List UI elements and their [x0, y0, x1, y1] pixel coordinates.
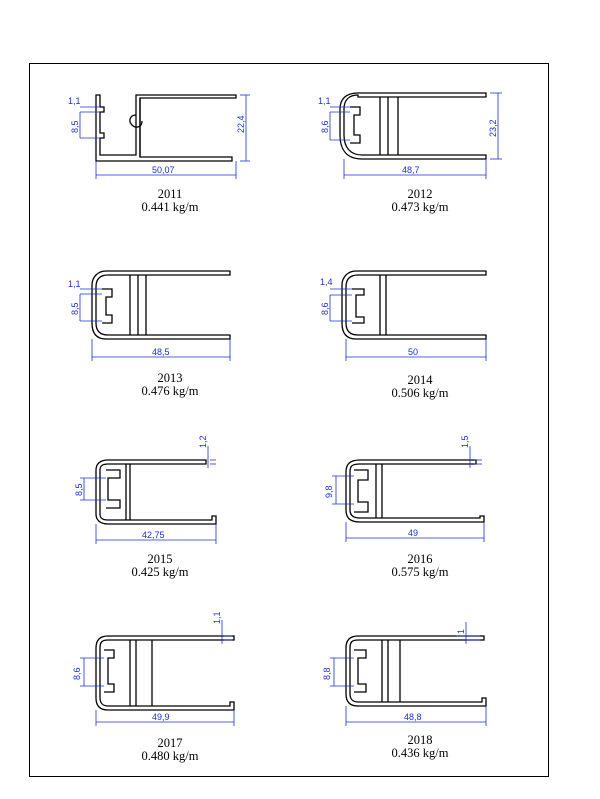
profile-2013-drawing: 48,5 1,1 8,5	[68, 270, 231, 361]
profile-2012-code: 2012	[407, 187, 433, 201]
profile-2011-slot: 8,5	[70, 120, 80, 133]
profile-2012-drawing: 48,7 23,2 1,1 8,6	[318, 92, 502, 179]
profile-2017-slot: 8,6	[72, 667, 82, 680]
profile-2014-slot: 8,6	[320, 302, 330, 315]
profile-2014-code: 2014	[407, 373, 433, 387]
profile-2015-slot: 8,5	[74, 483, 84, 496]
profile-2012: 48,7 23,2 1,1 8,6 2012 0.473 kg/m	[310, 85, 570, 263]
profile-2016-code: 2016	[407, 552, 433, 566]
profile-2011-weight: 0.441 kg/m	[141, 200, 199, 214]
profile-2014-drawing: 50 1,4 8,6	[320, 270, 487, 361]
profile-2014-width: 50	[408, 347, 418, 357]
profile-2012-height: 23,2	[488, 119, 498, 137]
profile-2015-wall: 1,2	[198, 435, 208, 448]
profile-2017-weight: 0.480 kg/m	[141, 749, 199, 763]
profile-2017-wall: 1,1	[212, 611, 222, 624]
profile-2015-weight: 0.425 kg/m	[131, 565, 189, 579]
profile-2016-slot: 9,8	[324, 485, 334, 498]
profile-2011-height: 22,4	[236, 115, 246, 133]
profile-2012-caption: 2012 0.473 kg/m	[340, 188, 500, 214]
profile-2011-width: 50,07	[152, 165, 175, 175]
profile-2011-caption: 2011 0.441 kg/m	[90, 188, 250, 214]
profile-2017-width: 49,9	[152, 712, 170, 722]
profile-2011: 50,07 22,4 1,1 8,5 2011 0.441 kg/m	[60, 85, 320, 263]
profile-2013-slot: 8,5	[70, 302, 80, 315]
profile-2016-weight: 0.575 kg/m	[391, 565, 449, 579]
profile-2017-drawing: 49,9 1,1 8,6	[72, 611, 235, 726]
profile-2014: 50 1,4 8,6 2014 0.506 kg/m	[310, 263, 570, 441]
profile-2013-code: 2013	[157, 371, 183, 385]
profile-2012-width: 48,7	[402, 165, 420, 175]
profile-2013-caption: 2013 0.476 kg/m	[90, 372, 250, 398]
profile-2016-caption: 2016 0.575 kg/m	[340, 553, 500, 579]
profile-2013-width: 48,5	[152, 347, 170, 357]
profile-2016: 49 1,5 9,8 2016 0.575 kg/m	[310, 435, 570, 618]
profile-2017-code: 2017	[157, 736, 183, 750]
profile-2011-lip: 1,1	[68, 96, 81, 106]
profile-2018-code: 2018	[407, 733, 433, 747]
profile-2013-weight: 0.476 kg/m	[141, 384, 199, 398]
profile-2011-code: 2011	[157, 187, 183, 201]
profile-2018-weight: 0.436 kg/m	[391, 746, 449, 760]
profile-2014-caption: 2014 0.506 kg/m	[340, 374, 500, 400]
profile-2012-weight: 0.473 kg/m	[391, 200, 449, 214]
profile-2018-width: 48,8	[404, 712, 422, 722]
profile-2017: 49,9 1,1 8,6 2017 0.480 kg/m	[60, 611, 320, 792]
profile-2013-lip: 1,1	[68, 279, 81, 289]
profile-2012-slot: 8,6	[320, 120, 330, 133]
drawing-frame	[29, 63, 549, 777]
profile-2017-caption: 2017 0.480 kg/m	[90, 737, 250, 763]
profile-2018: 48,8 1 8,8 2018 0.436 kg/m	[310, 614, 570, 792]
profile-2014-lip: 1,4	[320, 277, 333, 287]
profile-2018-drawing: 48,8 1 8,8	[322, 622, 487, 726]
profile-2015-caption: 2015 0.425 kg/m	[80, 553, 240, 579]
profile-2018-slot: 8,8	[322, 667, 332, 680]
profile-2018-caption: 2018 0.436 kg/m	[340, 734, 500, 760]
profile-2014-weight: 0.506 kg/m	[391, 386, 449, 400]
profile-2018-wall: 1	[456, 629, 466, 634]
profile-2016-drawing: 49 1,5 9,8	[324, 435, 485, 542]
profile-2015-width: 42,75	[142, 530, 165, 540]
profile-2016-wall: 1,5	[460, 435, 470, 448]
profile-2016-width: 49	[408, 528, 418, 538]
profile-2015-drawing: 42,75 1,2 8,5	[74, 435, 217, 544]
profile-2012-lip: 1,1	[318, 96, 331, 106]
profile-2013: 48,5 1,1 8,5 2013 0.476 kg/m	[60, 263, 320, 441]
profile-2015-code: 2015	[147, 552, 173, 566]
profile-2011-drawing: 50,07 22,4 1,1 8,5	[68, 94, 250, 179]
profile-2015: 42,75 1,2 8,5 2015 0.425 kg/m	[60, 435, 320, 618]
